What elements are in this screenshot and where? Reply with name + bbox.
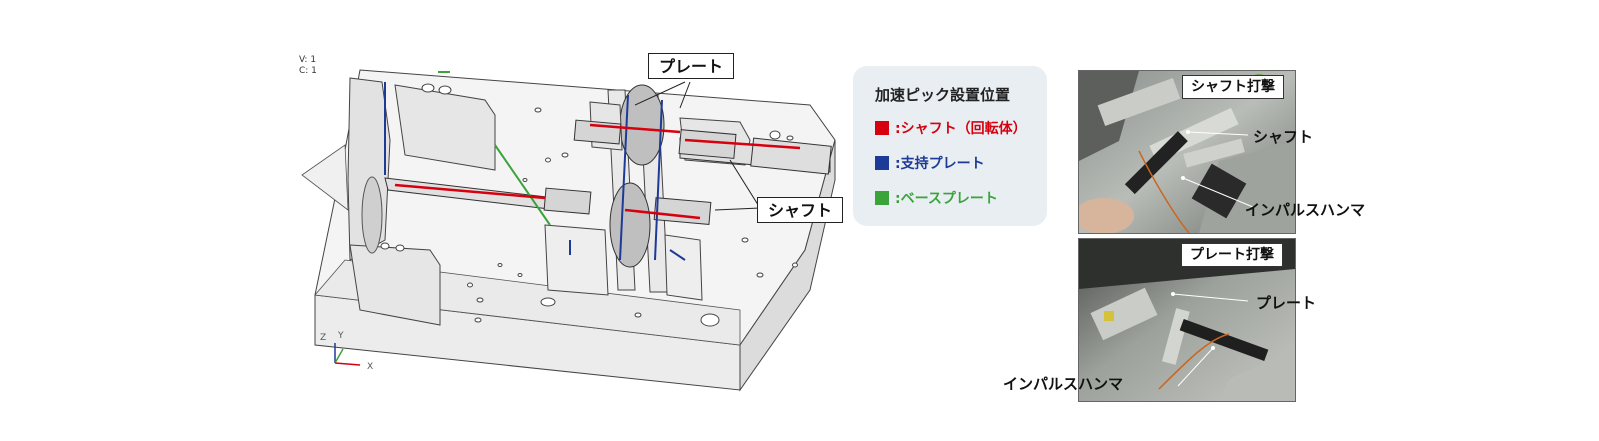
left-block-back [394,84,496,171]
legend-item-shaft: :シャフト（回転体） [875,118,1027,138]
support-plate-lines [384,82,686,261]
coupling-left [543,187,592,215]
support-block-left [544,224,609,296]
holes [380,83,798,327]
photo-top-leaders [1181,130,1254,208]
photo-bottom-leaders [1171,292,1249,387]
base-plate-lines [438,71,551,226]
photo-bottom-label-plate: プレート [1256,294,1317,312]
legend-swatch-blue [875,156,889,170]
callout-shaft: シャフト [757,197,844,223]
gear-lower [609,182,651,268]
axis-triad [334,343,361,366]
legend-box: 加速ピック設置位置 :シャフト（回転体） :支持プレート :ベースプレート [853,66,1047,226]
photo-shaft-strike: シャフト打撃 [1078,70,1296,234]
axis-z-label: Z [320,333,327,343]
legend-label-shaft: :シャフト（回転体） [895,121,1027,137]
coupling-right [653,197,712,225]
photo-shaft-strike-title: シャフト打撃 [1182,75,1284,99]
axis-y-label: Y [338,331,344,341]
shaft-lines [394,123,801,220]
viewer-v-label: V: 1 [299,55,317,65]
base-block-right [739,139,836,392]
callout-plate: プレート [648,53,735,79]
legend-item-support: :支持プレート [875,153,985,173]
support-block-right [664,234,703,301]
leader-lines [634,81,761,211]
viewer-c-label: C: 1 [299,66,317,76]
legend-swatch-green [875,191,889,205]
left-cone [301,144,349,211]
photo-top-label-shaft: シャフト [1253,128,1314,146]
legend-label-base: :ベースプレート [895,191,998,207]
coupling-top-right [678,129,737,159]
legend-title: 加速ピック設置位置 [875,86,1011,104]
photo-plate-strike: プレート打撃 [1078,238,1296,402]
photo-plate-strike-title: プレート打撃 [1181,243,1283,267]
left-block-front [349,244,441,326]
photo-bottom-label-hammer: インパルスハンマ [1003,375,1124,393]
legend-label-support: :支持プレート [895,156,985,172]
axis-x-label: X [367,362,374,372]
cad-model [301,69,836,392]
legend-item-base: :ベースプレート [875,188,998,208]
legend-swatch-red [875,121,889,135]
photo-top-label-hammer: インパルスハンマ [1245,201,1366,219]
coupling-top [573,119,622,145]
left-disc [361,176,383,254]
